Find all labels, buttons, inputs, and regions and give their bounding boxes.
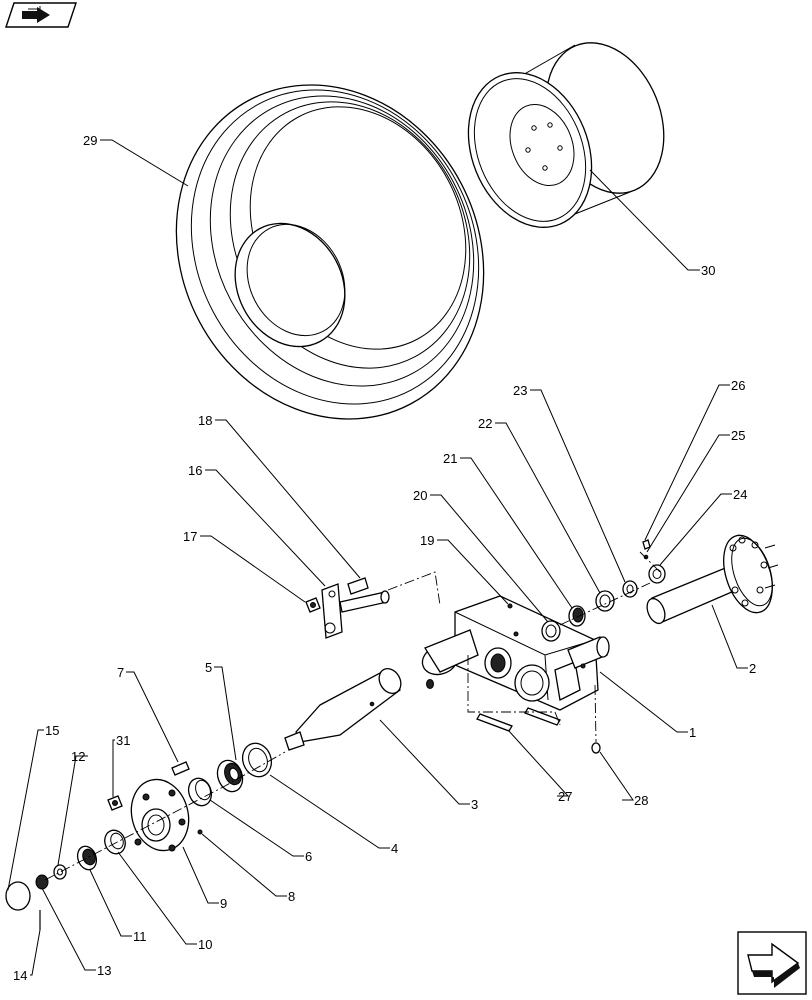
stud-part-7	[171, 761, 190, 776]
callout-labels: 29 30 18 16 17 19 20 21 22 23 26 25 24 2…	[13, 133, 756, 983]
callout-8: 8	[288, 889, 295, 904]
callout-14: 14	[13, 968, 27, 983]
dust-cap-part-15	[5, 881, 31, 911]
axle-housing-part-1	[421, 595, 610, 711]
assembly-centerlines	[44, 551, 661, 881]
callout-16: 16	[188, 463, 202, 478]
bolt-part-27	[476, 707, 561, 732]
grease-fitting-part-28	[591, 742, 601, 754]
bearing-part-11	[76, 845, 98, 871]
leader-lines	[7, 139, 748, 976]
axle-shaft-part-3	[284, 668, 402, 751]
nut-part-31	[107, 795, 123, 811]
nut-part-24	[648, 564, 666, 584]
bracket-part-16	[321, 583, 343, 639]
pin-part-25	[643, 554, 649, 560]
rim-part-30	[467, 42, 665, 228]
grease-fitting-part-19	[507, 603, 513, 609]
callout-25: 25	[731, 428, 745, 443]
cup-part-10	[104, 829, 126, 855]
callout-4: 4	[391, 841, 398, 856]
seal-part-4	[241, 742, 273, 778]
callout-7: 7	[117, 665, 124, 680]
grease-fitting-part-8	[197, 829, 203, 835]
callout-2: 2	[749, 661, 756, 676]
callout-19: 19	[420, 533, 434, 548]
callout-11: 11	[133, 929, 147, 944]
callout-6: 6	[305, 849, 312, 864]
callout-26: 26	[731, 378, 745, 393]
callout-18: 18	[198, 413, 212, 428]
washer-part-23	[622, 580, 638, 598]
cup-part-20	[541, 620, 561, 642]
previous-page-icon[interactable]	[5, 2, 77, 28]
castle-nut-part-13	[35, 874, 49, 890]
callout-13: 13	[97, 963, 111, 978]
callout-27: 27	[558, 789, 572, 804]
callout-28: 28	[634, 793, 648, 808]
callout-22: 22	[478, 416, 492, 431]
callout-12: 12	[71, 749, 85, 764]
callout-23: 23	[513, 383, 527, 398]
tire-part-29	[175, 84, 485, 420]
callout-20: 20	[413, 488, 427, 503]
cup-part-6	[187, 777, 213, 807]
callout-5: 5	[205, 660, 212, 675]
callout-17: 17	[183, 529, 197, 544]
hub-part-9	[130, 778, 190, 852]
bolt-part-18	[339, 577, 390, 613]
next-page-icon[interactable]	[737, 931, 807, 995]
nut-part-17	[305, 597, 321, 613]
callout-21: 21	[443, 451, 457, 466]
callout-15: 15	[45, 723, 59, 738]
callout-24: 24	[733, 487, 747, 502]
fitting-housing	[426, 679, 434, 689]
spindle-part-2	[646, 534, 779, 625]
callout-9: 9	[220, 896, 227, 911]
callout-29: 29	[83, 133, 97, 148]
callout-30: 30	[701, 263, 715, 278]
callout-31: 31	[116, 733, 130, 748]
bearing-part-5	[216, 759, 244, 793]
pin-part-26	[642, 539, 651, 550]
callout-3: 3	[471, 797, 478, 812]
bearing-part-21	[568, 605, 586, 627]
washer-part-12	[53, 864, 67, 880]
callout-1: 1	[689, 725, 696, 740]
callout-10: 10	[198, 937, 212, 952]
